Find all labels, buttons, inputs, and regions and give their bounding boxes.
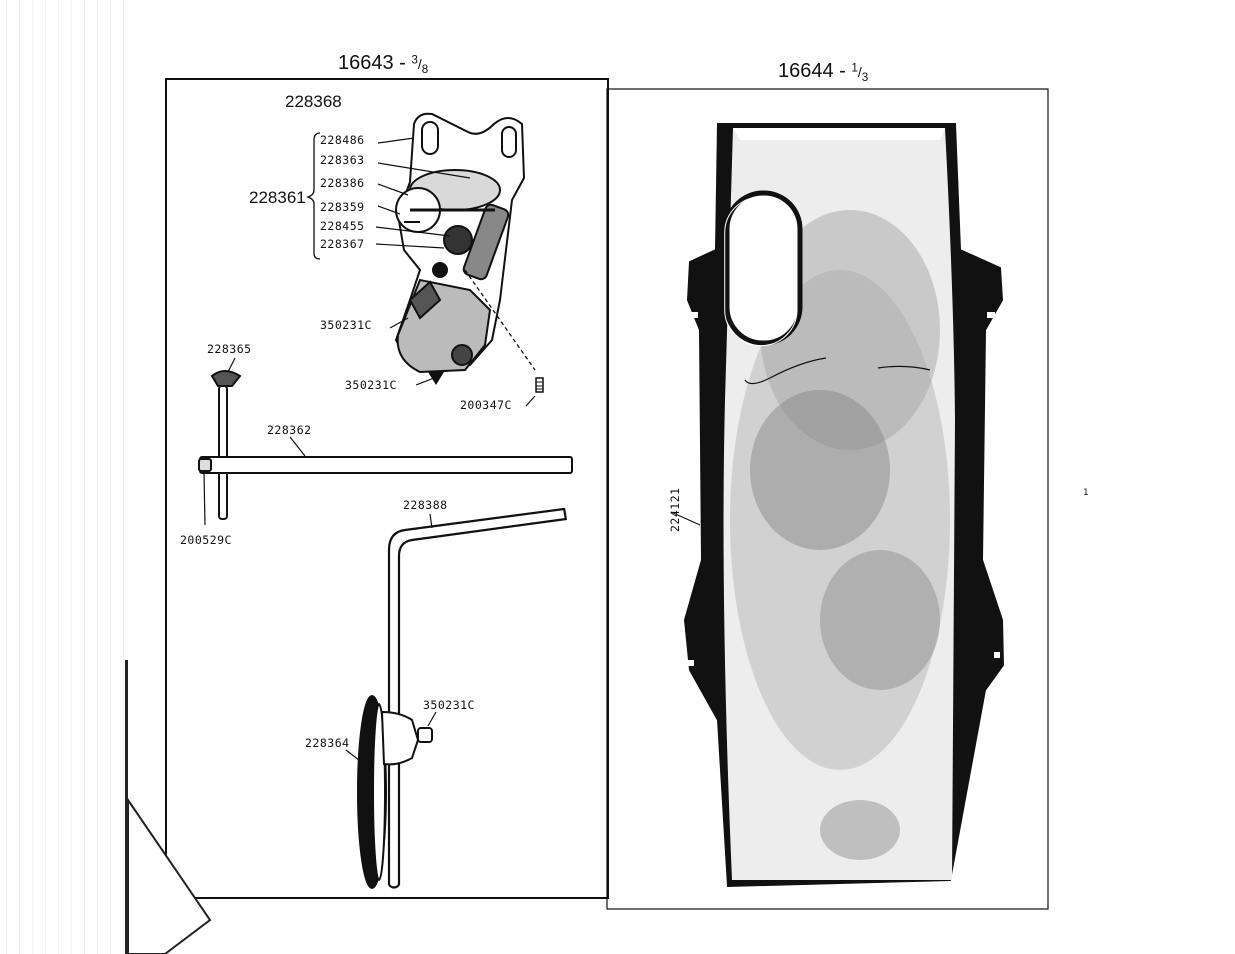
figure-number-right: 16644 - <box>778 60 846 82</box>
label-group-228361: 228361 <box>249 188 306 207</box>
label-228363: 228363 <box>320 153 365 167</box>
scan-edge-line <box>125 660 128 954</box>
rod-228362 <box>198 370 573 520</box>
figure-title-right: 16644 - 1/3 <box>778 60 868 84</box>
label-350231c-mirror: 350231C <box>423 698 475 712</box>
screw-200347c <box>535 377 544 393</box>
figure-title-left: 16643 - 3/8 <box>338 52 428 76</box>
label-350231c-upper: 350231C <box>320 318 372 332</box>
mirror-mount-assembly <box>394 112 526 374</box>
label-200347c: 200347C <box>460 398 512 412</box>
label-228362: 228362 <box>267 423 312 437</box>
right-frame <box>606 88 1049 910</box>
left-frame <box>165 78 609 899</box>
label-228367: 228367 <box>320 237 365 251</box>
label-228359: 228359 <box>320 200 365 214</box>
figure-number-left: 16643 - <box>338 52 406 74</box>
mirror-228364 <box>357 695 433 889</box>
label-228455: 228455 <box>320 219 365 233</box>
label-assembly-228368: 228368 <box>285 92 342 111</box>
stray-mark: 1 <box>1083 488 1089 498</box>
label-228365: 228365 <box>207 342 252 356</box>
label-228364: 228364 <box>305 736 350 750</box>
label-350231c-lower: 350231C <box>345 378 397 392</box>
corner-paper-fold <box>127 796 212 954</box>
label-228386: 228386 <box>320 176 365 190</box>
label-228388: 228388 <box>403 498 448 512</box>
bent-rod-228388 <box>387 507 568 889</box>
label-228486: 228486 <box>320 133 365 147</box>
label-224121: 224121 <box>668 487 682 532</box>
panel-224121 <box>683 123 1005 888</box>
label-200529c: 200529C <box>180 533 232 547</box>
scale-fraction-right: 1/3 <box>851 61 869 84</box>
scale-fraction-left: 3/8 <box>411 53 429 76</box>
scan-noise-strip <box>0 0 130 954</box>
